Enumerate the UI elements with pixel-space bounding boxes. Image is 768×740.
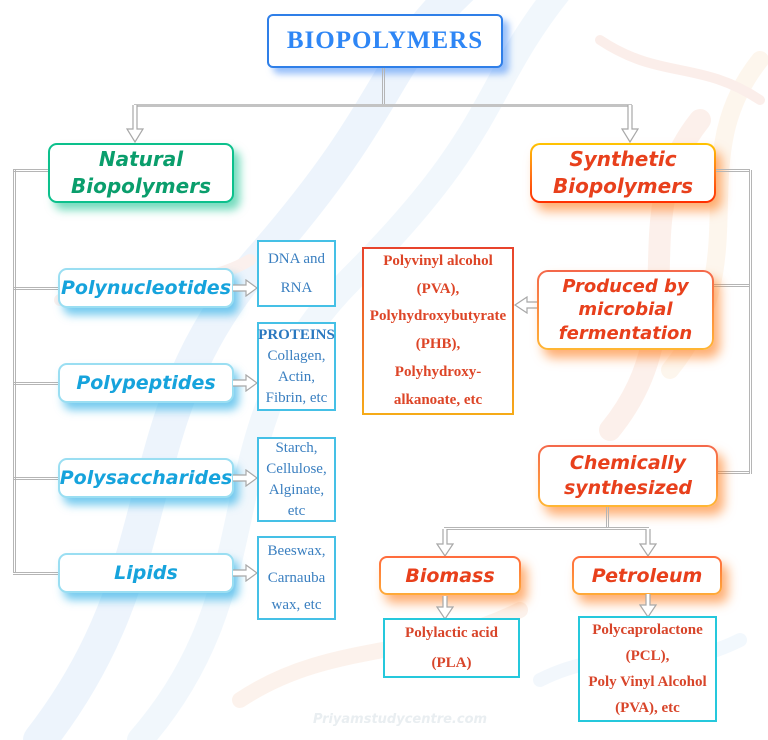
natural-biopolymers-label: Natural Biopolymers (71, 147, 211, 198)
connector-chemical-stem (606, 507, 609, 528)
connector-microbial-branch (714, 284, 750, 287)
polypeptides-box: Polypeptides (58, 363, 234, 403)
polysaccharides-box: Polysaccharides (58, 458, 234, 498)
arrow-right-icon (233, 279, 258, 297)
petroleum-box: Petroleum (572, 556, 722, 595)
lipids-label: Lipids (114, 562, 178, 584)
synthetic-biopolymers-box: Synthetic Biopolymers (530, 143, 716, 203)
polypeptides-label: Polypeptides (76, 372, 216, 394)
page-title: BIOPOLYMERS (286, 27, 484, 54)
microbial-fermentation-label: Produced by microbial fermentation (558, 275, 693, 344)
dna-rna-box: DNA and RNA (257, 240, 336, 307)
proteins-title: PROTEINS (258, 326, 335, 343)
microbial-fermentation-box: Produced by microbial fermentation (537, 270, 714, 350)
connector-chemical-split (444, 527, 649, 530)
arrow-left-icon (513, 296, 540, 314)
petroleum-label: Petroleum (591, 564, 703, 587)
connector-right-rail (749, 170, 752, 474)
arrow-down-icon (436, 529, 454, 557)
arrow-down-icon (436, 596, 454, 620)
pcl-text: Polycaprolactone (PCL), Poly Vinyl Alcoh… (588, 621, 707, 717)
arrow-down-icon (639, 529, 657, 557)
polysaccharide-examples-text: Starch, Cellulose, Alginate, etc (266, 439, 327, 519)
connector-polynucleotides (13, 287, 58, 290)
dna-rna-text: DNA and RNA (267, 251, 326, 296)
chemically-synthesized-label: Chemically synthesized (563, 452, 693, 499)
connector-lipids (13, 572, 58, 575)
connector-polypeptides (13, 382, 58, 385)
connector-natural-branch (13, 169, 48, 172)
biopolymers-title-box: BIOPOLYMERS (267, 14, 503, 68)
proteins-text: Collagen, Actin, Fibrin, etc (265, 347, 328, 406)
pla-box: Polylactic acid (PLA) (383, 618, 520, 678)
connector-left-rail (13, 170, 16, 573)
connector-synthetic-branch (716, 169, 750, 172)
arrow-down-icon (621, 105, 639, 143)
arrow-right-icon (233, 374, 258, 392)
polynucleotides-label: Polynucleotides (60, 277, 232, 299)
arrow-right-icon (233, 469, 258, 487)
connector-chemical-branch (718, 471, 750, 474)
arrow-right-icon (233, 564, 258, 582)
connector-top-split (134, 104, 632, 107)
polynucleotides-box: Polynucleotides (58, 268, 234, 308)
microbial-products-text: Polyvinyl alcohol (PVA), Polyhydroxybuty… (369, 252, 507, 408)
proteins-box: PROTEINS Collagen, Actin, Fibrin, etc (257, 322, 336, 411)
lipids-box: Lipids (58, 553, 234, 593)
arrow-down-icon (126, 105, 144, 143)
connector-title-stem (382, 68, 385, 105)
arrow-down-icon (639, 594, 657, 618)
site-watermark: Priyamstudycentre.com (312, 712, 488, 727)
connector-polysaccharides (13, 477, 58, 480)
chemically-synthesized-box: Chemically synthesized (538, 445, 718, 507)
biomass-label: Biomass (405, 564, 495, 587)
natural-biopolymers-box: Natural Biopolymers (48, 143, 234, 203)
polysaccharide-examples-box: Starch, Cellulose, Alginate, etc (257, 437, 336, 522)
lipid-examples-box: Beeswax, Carnauba wax, etc (257, 536, 336, 620)
pcl-box: Polycaprolactone (PCL), Poly Vinyl Alcoh… (578, 616, 717, 722)
lipid-examples-text: Beeswax, Carnauba wax, etc (267, 542, 326, 613)
polysaccharides-label: Polysaccharides (59, 467, 233, 489)
pla-text: Polylactic acid (PLA) (405, 625, 498, 671)
synthetic-biopolymers-label: Synthetic Biopolymers (553, 147, 693, 198)
biomass-box: Biomass (379, 556, 521, 595)
microbial-products-box: Polyvinyl alcohol (PVA), Polyhydroxybuty… (362, 247, 514, 415)
